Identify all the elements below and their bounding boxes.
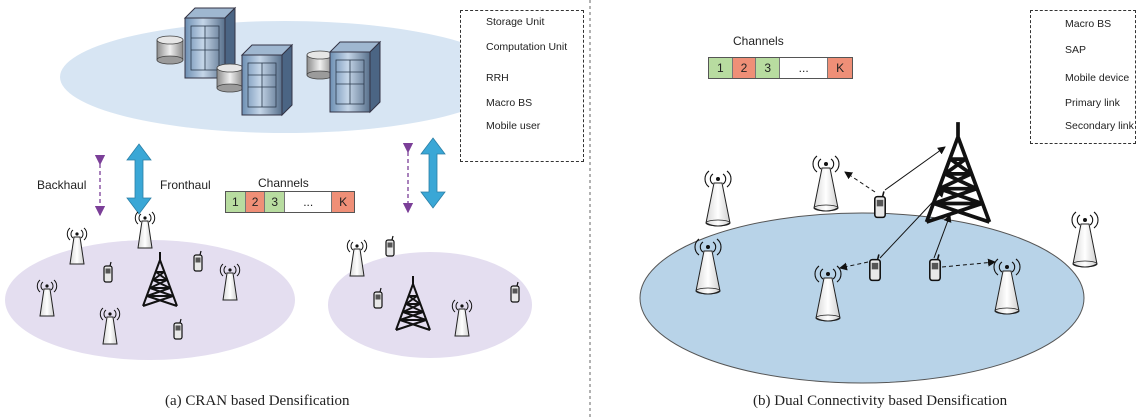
dc-coverage-cell <box>639 212 1085 384</box>
secondary-link <box>941 258 996 268</box>
caption-right: (b) Dual Connectivity based Densificatio… <box>753 393 1008 409</box>
legend-macro-label: Macro BS <box>1065 18 1112 30</box>
channel-1: 1 <box>709 58 733 78</box>
channel-k: K <box>828 58 852 78</box>
macro-bs-icon <box>924 120 992 224</box>
channels-title-right: Channels <box>733 34 784 48</box>
fronthaul-arrow-left <box>126 143 152 215</box>
legend-right <box>1030 10 1136 144</box>
channel-3: 3 <box>265 192 286 212</box>
mobile-user-icon <box>385 235 395 257</box>
caption-left: (a) CRAN based Densification <box>165 393 350 409</box>
legend-storage-label: Storage Unit <box>486 16 545 28</box>
backhaul-label: Backhaul <box>37 178 87 192</box>
sap-icon <box>1071 211 1099 268</box>
legend-sap-label: SAP <box>1065 44 1087 56</box>
secondary-link <box>839 261 869 271</box>
channel-ellipsis: ... <box>285 192 333 212</box>
channel-k: K <box>332 192 355 212</box>
fronthaul-label: Fronthaul <box>160 178 211 192</box>
channel-ellipsis: ... <box>780 58 829 78</box>
primary-link <box>933 214 952 259</box>
legend-left <box>460 10 584 162</box>
sap-icon <box>704 170 732 227</box>
channel-2: 2 <box>732 58 757 78</box>
primary-link <box>884 146 946 191</box>
cran-cluster-right <box>328 252 532 358</box>
legend-rrh-label: RRH <box>486 72 509 84</box>
fronthaul-arrow-right <box>420 137 446 209</box>
mobile-device-icon <box>874 190 886 219</box>
channel-2: 2 <box>245 192 266 212</box>
legend-computation-label: Computation Unit <box>486 41 568 53</box>
legend-secondary-label: Secondary link <box>1065 120 1134 132</box>
channels-title-left: Channels <box>258 176 309 190</box>
channel-3: 3 <box>756 58 781 78</box>
legend-macro-label: Macro BS <box>486 97 533 109</box>
secondary-link <box>844 171 876 193</box>
legend-device-label: Mobile device <box>1065 72 1130 84</box>
legend-primary-label: Primary link <box>1065 97 1120 109</box>
channel-1: 1 <box>226 192 246 212</box>
sap-icon <box>812 155 840 212</box>
channel-strip-left: 1 2 3 ... K <box>225 191 355 213</box>
legend-user-label: Mobile user <box>486 120 541 132</box>
channel-strip-right: 1 2 3 ... K <box>708 57 853 79</box>
